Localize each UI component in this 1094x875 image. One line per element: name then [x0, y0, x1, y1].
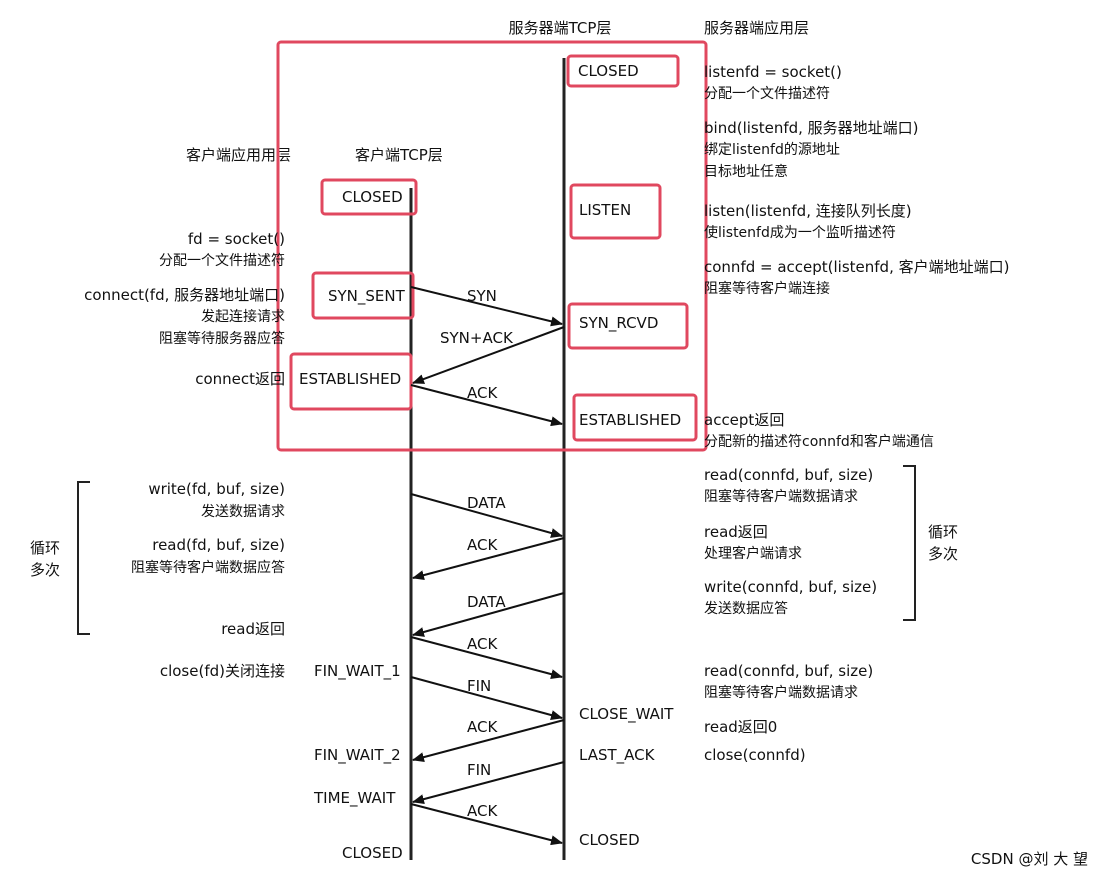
server-loop-bracket: [903, 465, 916, 621]
client-note-socket-desc: 分配一个文件描述符: [159, 253, 285, 269]
arrow-ack-1: [410, 384, 563, 427]
arrow-ack-3: [410, 636, 563, 680]
client-state-established: ESTABLISHED: [299, 370, 401, 388]
client-loop-bracket: [77, 481, 90, 635]
header-server-tcp: 服务器端TCP层: [509, 19, 612, 37]
handshake-region-box: [276, 40, 708, 452]
server-note-socket-desc: 分配一个文件描述符: [704, 86, 830, 102]
msg-data-2: DATA: [467, 593, 506, 611]
server-state-closed-end: CLOSED: [579, 831, 640, 849]
client-note-connect-desc1: 发起连接请求: [201, 308, 285, 325]
server-state-established: ESTABLISHED: [579, 411, 681, 429]
server-note-accept: connfd = accept(listenfd, 客户端地址端口): [704, 258, 1009, 276]
client-note-close: close(fd)关闭连接: [160, 662, 285, 680]
client-closed-box: [320, 178, 418, 216]
server-note-accept-desc: 阻塞等待客户端连接: [704, 280, 830, 297]
msg-syn: SYN: [467, 287, 497, 305]
client-note-write: write(fd, buf, size): [148, 480, 285, 498]
msg-ack-5: ACK: [467, 802, 498, 820]
arrow-syn-ack: [412, 326, 565, 384]
server-state-closed: CLOSED: [578, 62, 639, 80]
arrow-ack-4: [412, 719, 565, 763]
server-note-read-return-desc: 处理客户端请求: [704, 545, 802, 562]
server-note-read-return: read返回: [704, 523, 768, 541]
header-client-tcp: 客户端TCP层: [355, 146, 443, 164]
server-listen-box: [569, 183, 662, 240]
server-state-last-ack: LAST_ACK: [579, 746, 656, 765]
client-note-write-desc: 发送数据请求: [201, 504, 285, 520]
client-note-connect-return: connect返回: [195, 370, 285, 388]
server-closed-box: [566, 54, 680, 88]
client-state-time-wait: TIME_WAIT: [313, 789, 396, 808]
client-loop-label-1: 循环: [30, 539, 60, 557]
watermark: CSDN @刘 大 望: [971, 850, 1088, 868]
arrow-data-2: [412, 592, 565, 637]
client-syn-sent-box: [311, 271, 415, 320]
msg-ack-2: ACK: [467, 536, 498, 554]
header-client-app: 客户端应用用层: [186, 146, 291, 164]
msg-data-1: DATA: [467, 494, 506, 512]
server-note-read1: read(connfd, buf, size): [704, 466, 873, 484]
client-state-closed-start: CLOSED: [342, 188, 403, 206]
server-note-bind: bind(listenfd, 服务器地址端口): [704, 119, 919, 137]
client-note-socket: fd = socket(): [188, 230, 285, 248]
arrow-fin-1: [410, 676, 563, 720]
client-note-connect-desc2: 阻塞等待服务器应答: [159, 330, 285, 347]
arrow-syn: [410, 286, 563, 327]
client-note-read-desc: 阻塞等待客户端数据应答: [131, 559, 285, 576]
server-state-close-wait: CLOSE_WAIT: [579, 705, 674, 724]
client-note-read-return: read返回: [221, 620, 285, 638]
client-note-read: read(fd, buf, size): [152, 536, 285, 554]
msg-ack-4: ACK: [467, 718, 498, 736]
server-syn-rcvd-box: [567, 302, 689, 350]
client-state-fin-wait-1: FIN_WAIT_1: [314, 662, 401, 681]
client-state-fin-wait-2: FIN_WAIT_2: [314, 746, 401, 765]
server-note-accept-return-desc: 分配新的描述符connfd和客户端通信: [704, 433, 934, 450]
msg-fin-2: FIN: [467, 761, 491, 779]
server-note-close: close(connfd): [704, 746, 806, 764]
msg-ack-1: ACK: [467, 384, 498, 402]
server-loop-label-2: 多次: [928, 545, 958, 563]
server-note-read2: read(connfd, buf, size): [704, 662, 873, 680]
server-note-read-return0: read返回0: [704, 718, 777, 736]
msg-fin-1: FIN: [467, 677, 491, 695]
server-note-write-desc: 发送数据应答: [704, 600, 788, 617]
server-note-listen-desc: 使listenfd成为一个监听描述符: [704, 224, 896, 241]
server-note-read2-desc: 阻塞等待客户端数据请求: [704, 684, 858, 701]
client-state-closed-end: CLOSED: [342, 844, 403, 862]
server-note-listen: listen(listenfd, 连接队列长度): [704, 202, 912, 220]
server-note-bind-desc1: 绑定listenfd的源地址: [704, 142, 840, 158]
arrow-data-1: [410, 493, 563, 538]
arrow-fin-2: [412, 761, 565, 805]
arrow-ack-5: [410, 803, 563, 846]
server-note-read1-desc: 阻塞等待客户端数据请求: [704, 488, 858, 505]
client-loop-label-2: 多次: [30, 561, 60, 579]
client-note-connect: connect(fd, 服务器地址端口): [84, 286, 285, 304]
server-note-accept-return: accept返回: [704, 411, 784, 429]
server-note-bind-desc2: 目标地址任意: [704, 163, 788, 180]
client-established-box: [289, 352, 413, 411]
msg-ack-3: ACK: [467, 635, 498, 653]
server-established-box: [572, 393, 698, 442]
server-note-write: write(connfd, buf, size): [704, 578, 877, 596]
server-state-listen: LISTEN: [579, 201, 631, 219]
server-loop-label-1: 循环: [928, 523, 958, 541]
arrow-ack-2: [412, 537, 565, 581]
header-server-app: 服务器端应用层: [704, 19, 809, 37]
client-state-syn-sent: SYN_SENT: [328, 287, 406, 306]
msg-syn-ack: SYN+ACK: [440, 329, 514, 347]
server-note-socket: listenfd = socket(): [704, 63, 842, 81]
server-state-syn-rcvd: SYN_RCVD: [579, 314, 658, 333]
